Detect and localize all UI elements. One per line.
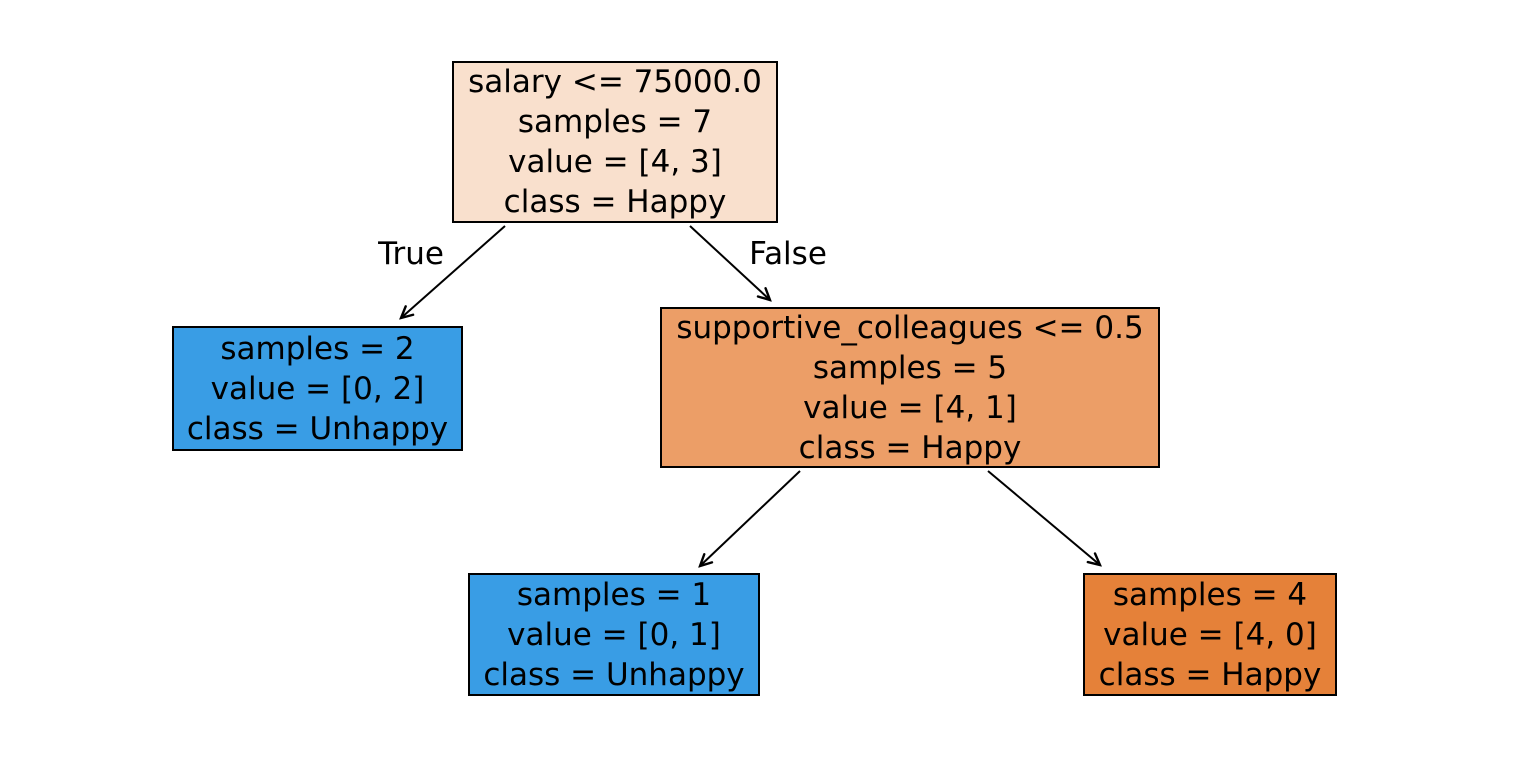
edge-internal-to-bottom-left-leaf (700, 470, 801, 566)
node-class-text: class = Happy (1098, 656, 1322, 693)
node-samples-text: samples = 1 (516, 576, 712, 613)
node-value-text: value = [4, 0] (1103, 616, 1317, 653)
node-condition-text: supportive_colleagues <= 0.5 (676, 309, 1144, 346)
node-root: salary <= 75000.0 samples = 7 value = [4… (452, 61, 778, 223)
node-bottom-left-leaf: samples = 1 value = [0, 1] class = Unhap… (468, 573, 760, 696)
edge-label-true: True (378, 236, 444, 272)
edge-internal-to-bottom-right-leaf (987, 470, 1100, 565)
node-left-leaf: samples = 2 value = [0, 2] class = Unhap… (172, 326, 463, 451)
node-class-text: class = Unhappy (483, 656, 745, 693)
node-samples-text: samples = 4 (1112, 576, 1308, 613)
node-internal-supportive-colleagues: supportive_colleagues <= 0.5 samples = 5… (660, 307, 1160, 468)
node-value-text: value = [4, 3] (508, 144, 722, 180)
node-bottom-right-leaf: samples = 4 value = [4, 0] class = Happy (1083, 573, 1337, 696)
node-samples-text: samples = 2 (220, 330, 415, 367)
node-samples-text: samples = 5 (812, 349, 1008, 386)
edge-label-false: False (749, 236, 827, 272)
node-class-text: class = Happy (798, 429, 1022, 466)
node-class-text: class = Unhappy (186, 410, 449, 447)
node-value-text: value = [0, 1] (507, 616, 721, 653)
node-samples-text: samples = 7 (517, 104, 713, 140)
node-value-text: value = [4, 1] (803, 389, 1017, 426)
node-value-text: value = [0, 2] (210, 370, 425, 407)
node-class-text: class = Happy (503, 184, 727, 220)
node-condition-text: salary <= 75000.0 (468, 64, 762, 100)
